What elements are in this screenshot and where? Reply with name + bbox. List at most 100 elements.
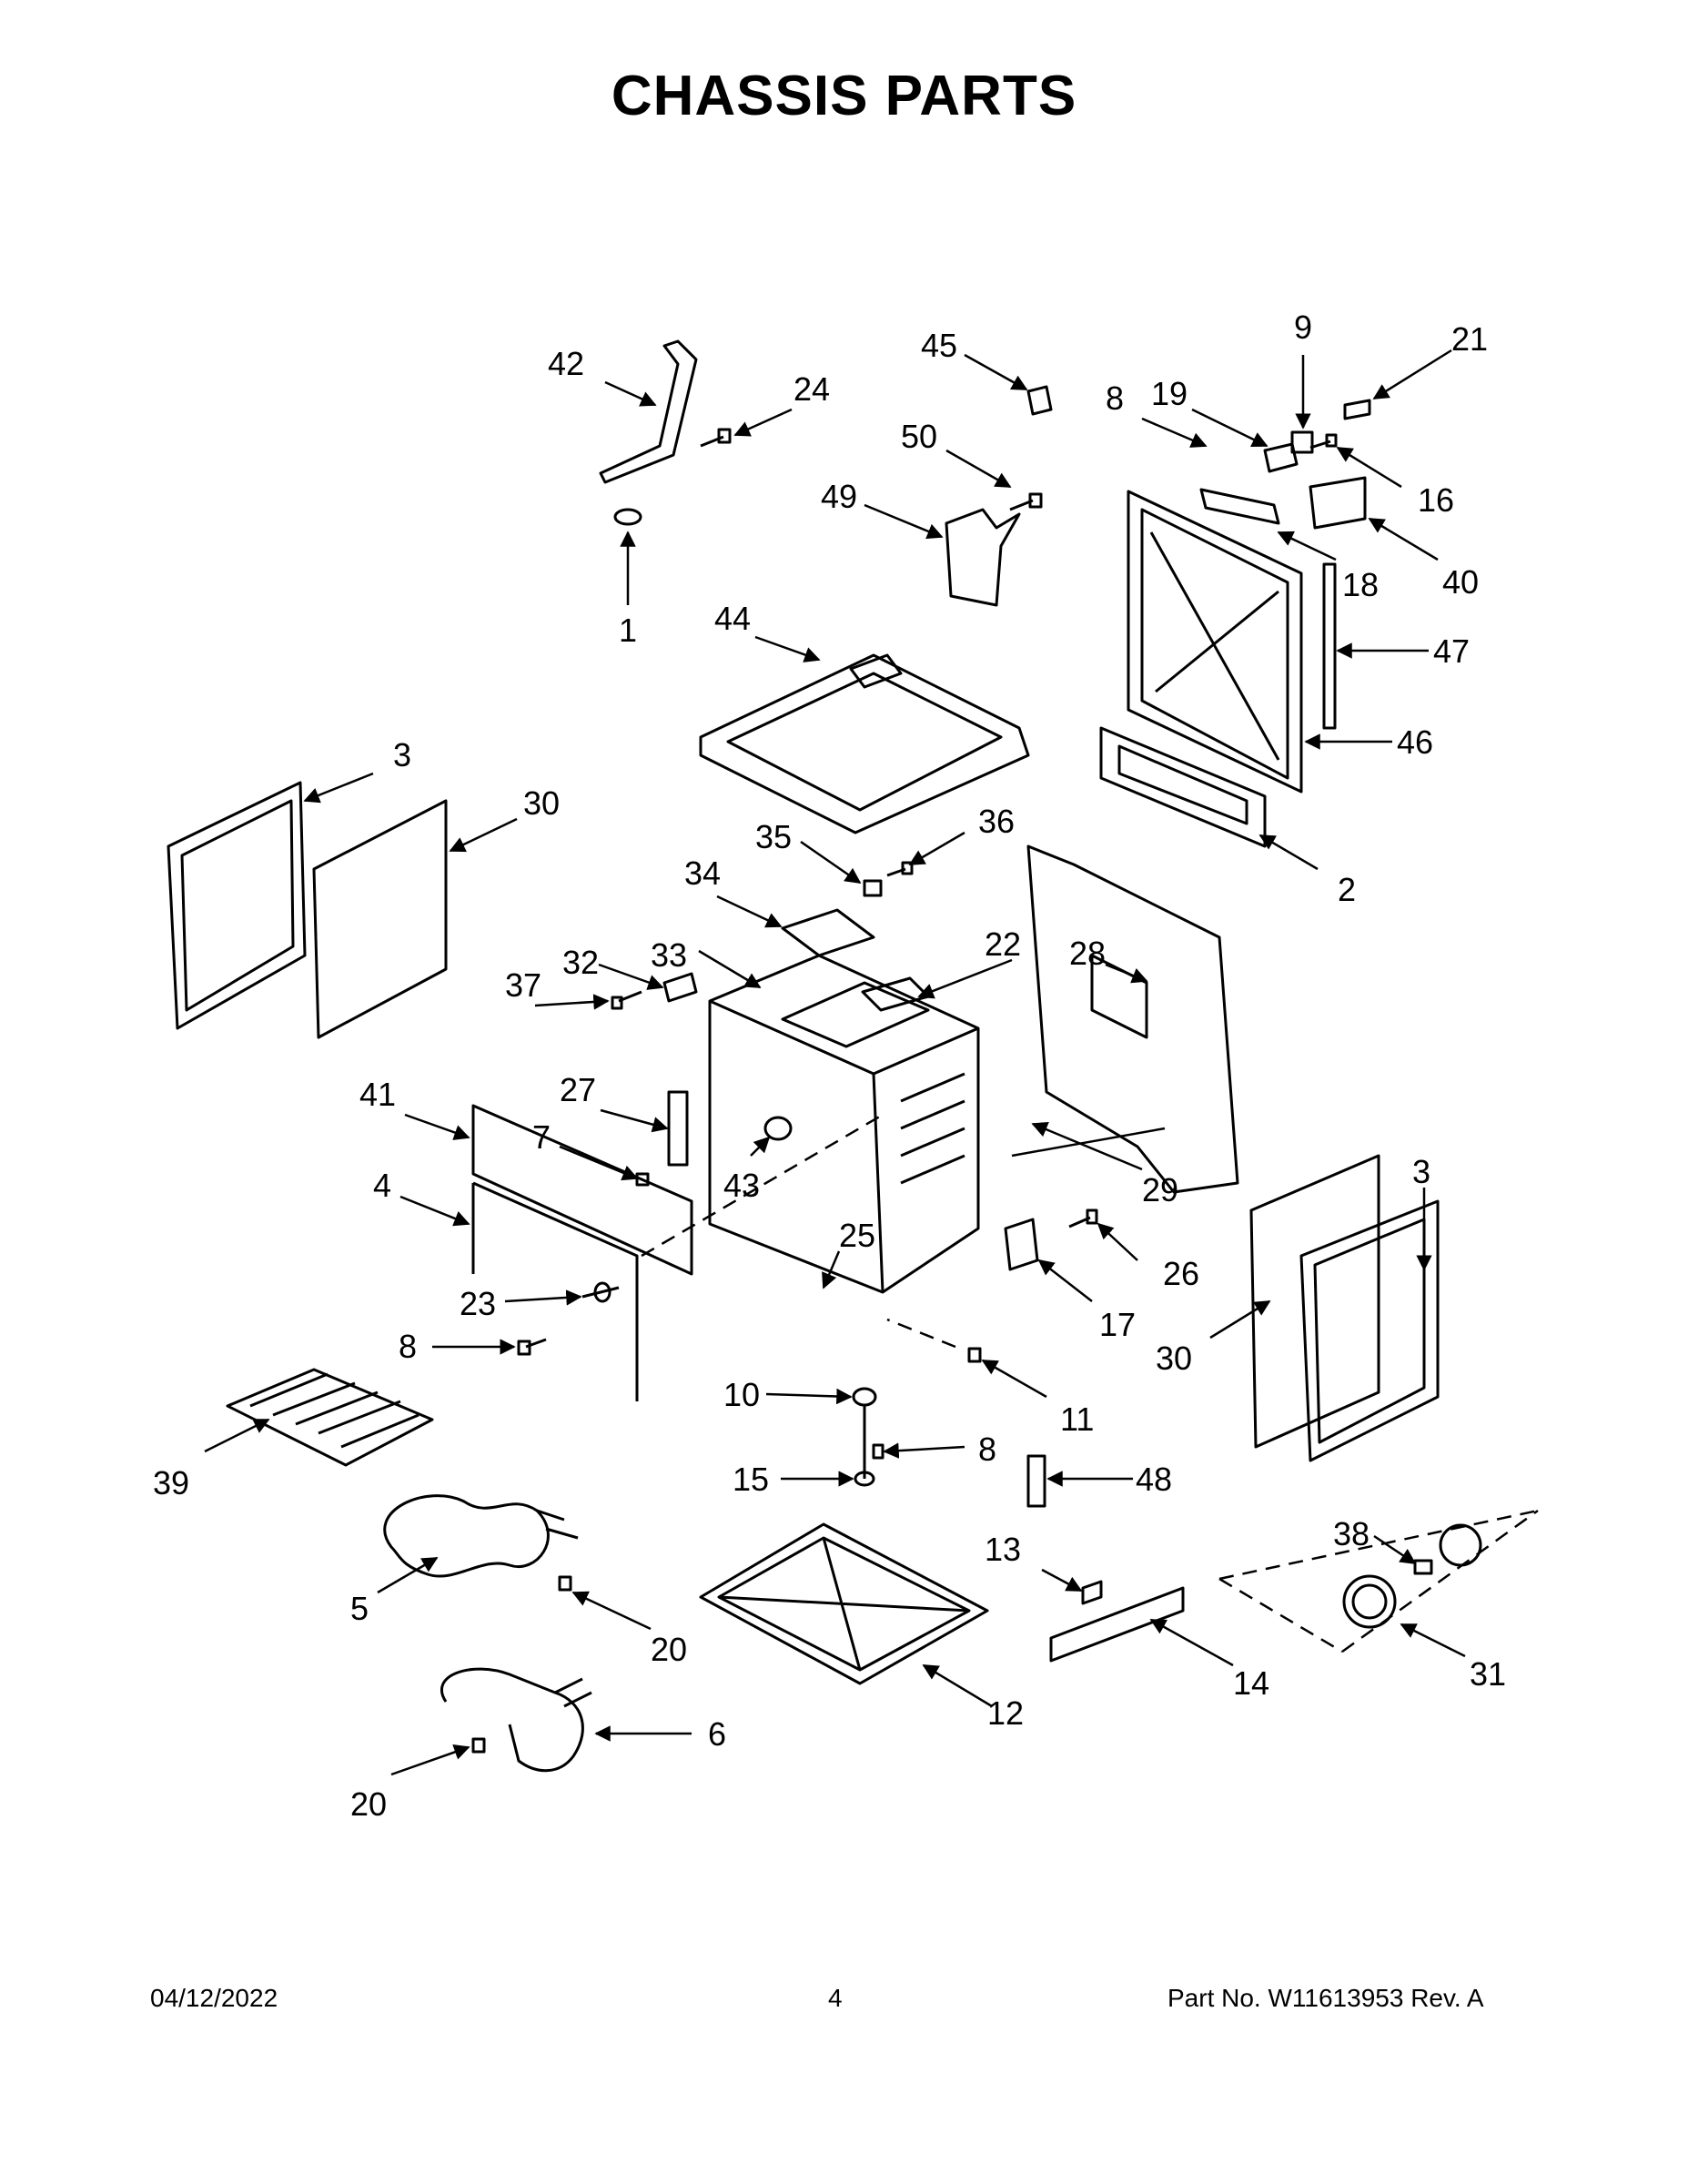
part-24-screw (700, 428, 732, 448)
part-43-plug (763, 1116, 793, 1141)
callout-8-left: 8 (399, 1328, 417, 1365)
callout-37: 37 (505, 966, 541, 1004)
callout-8: 8 (1106, 379, 1124, 417)
callout-50: 50 (901, 418, 937, 455)
part-31-knob (1342, 1574, 1397, 1629)
part-48-spacer (1026, 1454, 1046, 1508)
part-5-bake-element (383, 1494, 579, 1578)
part-21-clip (1343, 399, 1371, 420)
part-26-screw (1068, 1208, 1098, 1228)
callout-20-lower: 20 (350, 1785, 387, 1823)
part-27-bracket (667, 1090, 689, 1167)
callout-35: 35 (755, 818, 792, 855)
callout-46: 46 (1397, 723, 1433, 761)
callout-10: 10 (723, 1376, 760, 1413)
part-12-storage-pan (699, 1522, 989, 1685)
callout-17: 17 (1099, 1306, 1136, 1343)
callout-32: 32 (562, 944, 599, 981)
callout-29: 29 (1142, 1171, 1178, 1208)
part-39-oven-rack (226, 1368, 434, 1467)
part-3-side-panel-left (167, 781, 307, 1030)
callout-9: 9 (1294, 308, 1312, 346)
callout-43: 43 (723, 1167, 760, 1204)
page-title: CHASSIS PARTS (611, 65, 1077, 127)
part-1-washer (613, 508, 642, 526)
part-37-screw (611, 990, 642, 1010)
callout-6: 6 (708, 1715, 726, 1753)
callout-49: 49 (821, 478, 857, 515)
part-17-switch (1004, 1218, 1039, 1271)
part-11-screw (967, 1347, 982, 1363)
callout-3-left: 3 (393, 736, 411, 774)
callout-13: 13 (985, 1531, 1021, 1568)
callout-23: 23 (460, 1285, 496, 1322)
part-9-valve (1290, 430, 1314, 454)
callout-4: 4 (373, 1167, 391, 1204)
callout-47: 47 (1433, 632, 1470, 670)
part-29-back-panel (1026, 844, 1239, 1194)
part-2-front-frame (1099, 726, 1267, 848)
part-30-insulation-right (1249, 1154, 1380, 1449)
part-36-screw (886, 861, 914, 877)
callout-26: 26 (1163, 1255, 1199, 1292)
part-50-screw (1009, 492, 1043, 511)
part-20-screw-upper (558, 1575, 572, 1592)
part-41-trim (471, 1104, 693, 1276)
part-40-insulation (1309, 476, 1367, 530)
callout-25: 25 (839, 1217, 875, 1254)
callout-11: 11 (1060, 1400, 1094, 1438)
part-46-frame (1127, 490, 1303, 794)
callout-45: 45 (921, 327, 957, 364)
part-8-screw-center (872, 1443, 884, 1460)
part-14-drawer-rail (1049, 1586, 1185, 1663)
part-23-pin (581, 1281, 620, 1303)
part-49-insulation (945, 508, 1021, 607)
callout-24: 24 (793, 370, 830, 408)
callout-40: 40 (1442, 563, 1479, 601)
part-44-cooktop-base (699, 653, 1030, 834)
callout-16: 16 (1418, 481, 1454, 519)
part-32-hinge (662, 972, 698, 1003)
callout-5: 5 (350, 1590, 369, 1627)
part-16-screw (1309, 433, 1338, 450)
callout-31: 31 (1470, 1655, 1506, 1693)
callout-34: 34 (684, 854, 721, 892)
callout-36: 36 (978, 803, 1015, 840)
callout-30-right: 30 (1156, 1340, 1192, 1377)
part-42-bracket (599, 339, 698, 484)
callout-20-upper: 20 (651, 1631, 687, 1668)
part-8-screw-left (517, 1338, 547, 1356)
part-33-oven-cavity (708, 954, 980, 1294)
part-15-leveling-leg (854, 1406, 875, 1487)
callout-14: 14 (1233, 1664, 1269, 1702)
callout-22: 22 (985, 925, 1021, 963)
part-6-broil-element (440, 1667, 592, 1773)
part-47-strip (1322, 562, 1337, 730)
callout-15: 15 (733, 1461, 769, 1498)
callout-39: 39 (153, 1464, 189, 1502)
part-4-gasket (471, 1181, 639, 1401)
part-30-insulation-left (312, 799, 448, 1039)
footer-date: 04/12/2022 (150, 1984, 278, 2012)
callout-8-center: 8 (978, 1431, 996, 1468)
callout-19: 19 (1151, 375, 1188, 412)
callout-3-right: 3 (1412, 1153, 1430, 1190)
callout-12: 12 (987, 1694, 1024, 1732)
callout-42: 42 (548, 345, 584, 382)
callout-30-left: 30 (523, 784, 560, 822)
part-3-side-panel-right (1299, 1199, 1440, 1462)
callout-38: 38 (1333, 1515, 1370, 1552)
part-20-screw-lower (471, 1737, 486, 1754)
part-13-clip (1081, 1580, 1103, 1605)
callout-1: 1 (619, 612, 637, 649)
part-19-bracket (1263, 442, 1299, 473)
callout-44: 44 (714, 600, 751, 637)
part-18-manifold-bracket (1199, 488, 1280, 525)
callout-18: 18 (1342, 566, 1379, 603)
part-45-clip (1026, 385, 1053, 416)
callout-41: 41 (359, 1076, 396, 1113)
callout-27: 27 (560, 1071, 596, 1108)
callout-7: 7 (532, 1118, 551, 1156)
part-35-clip (863, 879, 883, 897)
part-knob-base (1439, 1523, 1482, 1567)
